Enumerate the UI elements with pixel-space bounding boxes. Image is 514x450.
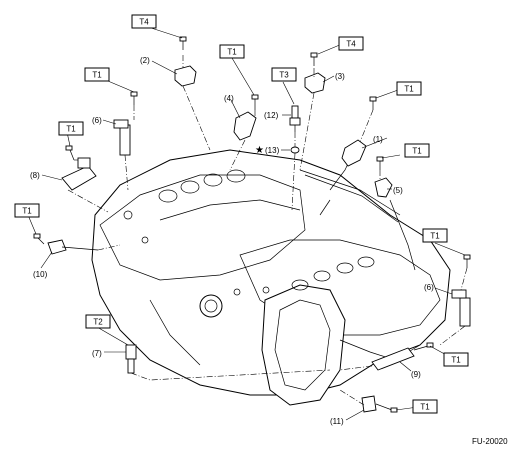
svg-text:T4: T4: [346, 40, 356, 49]
torque-tag-t3: T3: [271, 67, 297, 82]
part-13-gasket: [290, 146, 300, 154]
assembly-lines: [67, 55, 468, 406]
torque-tag-t1h: T1: [443, 352, 469, 367]
part-3-cap: [304, 72, 326, 94]
svg-text:T1: T1: [404, 85, 414, 94]
part-label-10: (10): [33, 270, 48, 279]
part-label-12: (12): [264, 111, 279, 120]
part-label-5: (5): [393, 186, 403, 195]
part-label-7: (7): [92, 349, 102, 358]
torque-tag-t1g: T1: [422, 228, 448, 243]
svg-text:T1: T1: [92, 71, 102, 80]
torque-tag-t2: T2: [85, 314, 111, 329]
diagram-code: FU-20020: [472, 437, 508, 446]
part-label-11: (11): [330, 417, 344, 426]
part-1-coil: [341, 96, 377, 167]
part-label-3: (3): [335, 72, 345, 81]
svg-text:T4: T4: [139, 18, 149, 27]
part-label-6b: (6): [424, 283, 434, 292]
replace-star-icon: ★: [255, 145, 264, 156]
part-11-sensor: [361, 395, 398, 413]
part-12-sensor: [289, 105, 301, 132]
torque-tag-t1f: T1: [14, 203, 40, 218]
svg-text:T1: T1: [412, 147, 422, 156]
torque-tag-t1d: T1: [58, 121, 84, 136]
part-6-left-sensor: [113, 91, 138, 156]
torque-tag-t4b: T4: [338, 36, 364, 51]
part-label-8: (8): [30, 171, 40, 180]
torque-tag-t1b: T1: [396, 81, 422, 96]
engine-block: [91, 149, 451, 406]
part-9-injector: [371, 342, 434, 371]
svg-text:T1: T1: [430, 232, 440, 241]
part-5-sensor: [374, 156, 393, 198]
svg-text:T1: T1: [66, 125, 76, 134]
torque-tag-t1i: T1: [412, 399, 438, 414]
part-label-6a: (6): [92, 116, 102, 125]
svg-text:T1: T1: [227, 48, 237, 57]
part-8-injector: [61, 145, 97, 191]
part-6-right-sensor: [451, 254, 471, 327]
torque-tag-t1a: T1: [219, 44, 245, 59]
svg-text:T1: T1: [22, 207, 32, 216]
svg-text:T1: T1: [451, 356, 461, 365]
part-7-sensor: [125, 344, 137, 374]
bolt-t4b: [310, 52, 318, 66]
svg-text:T2: T2: [93, 318, 103, 327]
part-label-2: (2): [140, 56, 150, 65]
bolt-t4a: [179, 36, 187, 50]
svg-text:T3: T3: [279, 71, 289, 80]
torque-tag-t1e: T1: [404, 143, 430, 158]
part-label-4: (4): [224, 94, 234, 103]
part-10-sensor: [33, 233, 99, 255]
part-4-sensor: [233, 94, 259, 141]
torque-tag-t1c: T1: [84, 67, 110, 82]
part-label-13: (13): [265, 146, 280, 155]
part-label-1: (1): [373, 135, 383, 144]
torque-tag-t4a: T4: [131, 14, 157, 29]
part-2-cap: [174, 65, 197, 87]
svg-text:T1: T1: [420, 403, 430, 412]
part-label-9: (9): [411, 370, 421, 379]
